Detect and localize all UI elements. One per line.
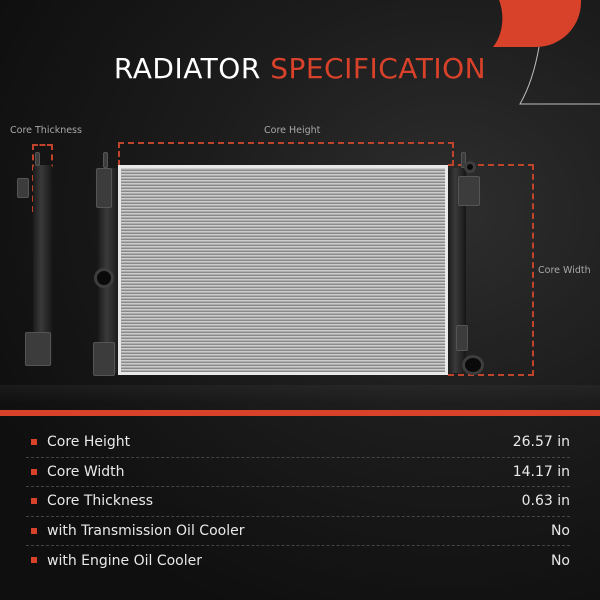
decorative-corner-shape <box>493 0 581 47</box>
core-width-label: Core Width <box>538 265 591 276</box>
radiator-core <box>118 165 448 375</box>
bullet-icon <box>31 439 37 445</box>
core-thickness-label: Core Thickness <box>10 125 82 136</box>
spec-label: Core Width <box>47 463 125 480</box>
spec-label: Core Thickness <box>47 493 154 510</box>
spec-value: 26.57 in <box>512 434 570 451</box>
side-view-bottom-mount <box>25 332 51 366</box>
side-view-cap <box>35 152 40 166</box>
spec-value: No <box>550 553 570 570</box>
bullet-icon <box>31 468 37 475</box>
spec-row-core-height: Core Height 26.57 in <box>26 428 570 458</box>
right-tank-bottom-mount <box>456 325 468 351</box>
right-tank-inlet-port <box>462 355 484 375</box>
spec-row-engine-oil-cooler: with Engine Oil Cooler No <box>26 546 570 576</box>
spec-label: with Engine Oil Cooler <box>47 553 202 570</box>
bullet-icon <box>31 557 37 564</box>
right-tank-bracket <box>458 176 480 206</box>
bullet-icon <box>31 527 37 534</box>
title-orange-part: SPECIFICATION <box>270 52 487 85</box>
core-height-label: Core Height <box>264 125 321 136</box>
core-height-guide <box>118 142 454 166</box>
page-title: RADIATOR SPECIFICATION <box>0 52 600 85</box>
spec-value: 0.63 in <box>521 493 570 510</box>
spec-value: 14.17 in <box>512 463 570 480</box>
title-white-part: RADIATOR <box>113 52 261 85</box>
spec-row-transmission-oil-cooler: with Transmission Oil Cooler No <box>26 517 570 547</box>
spec-list: Core Height 26.57 in Core Width 14.17 in… <box>0 428 600 576</box>
core-width-guide <box>448 164 534 376</box>
product-reflection <box>0 385 600 403</box>
left-tank-bottom-mount <box>93 342 115 376</box>
spec-label: with Transmission Oil Cooler <box>47 523 245 540</box>
spec-label: Core Height <box>47 434 131 451</box>
left-tank-cap <box>103 152 108 168</box>
side-view-fitting <box>17 178 29 198</box>
radiator-right-tank <box>448 168 466 373</box>
right-tank-top-port <box>464 161 476 173</box>
spec-row-core-thickness: Core Thickness 0.63 in <box>26 487 570 517</box>
radiator-side-view <box>33 165 53 365</box>
accent-divider <box>0 410 600 416</box>
left-tank-bracket <box>96 168 112 208</box>
spec-value: No <box>550 523 570 540</box>
left-tank-outlet-port <box>94 268 114 288</box>
bullet-icon <box>31 498 37 505</box>
right-tank-cap <box>461 152 466 168</box>
spec-row-core-width: Core Width 14.17 in <box>26 458 570 488</box>
